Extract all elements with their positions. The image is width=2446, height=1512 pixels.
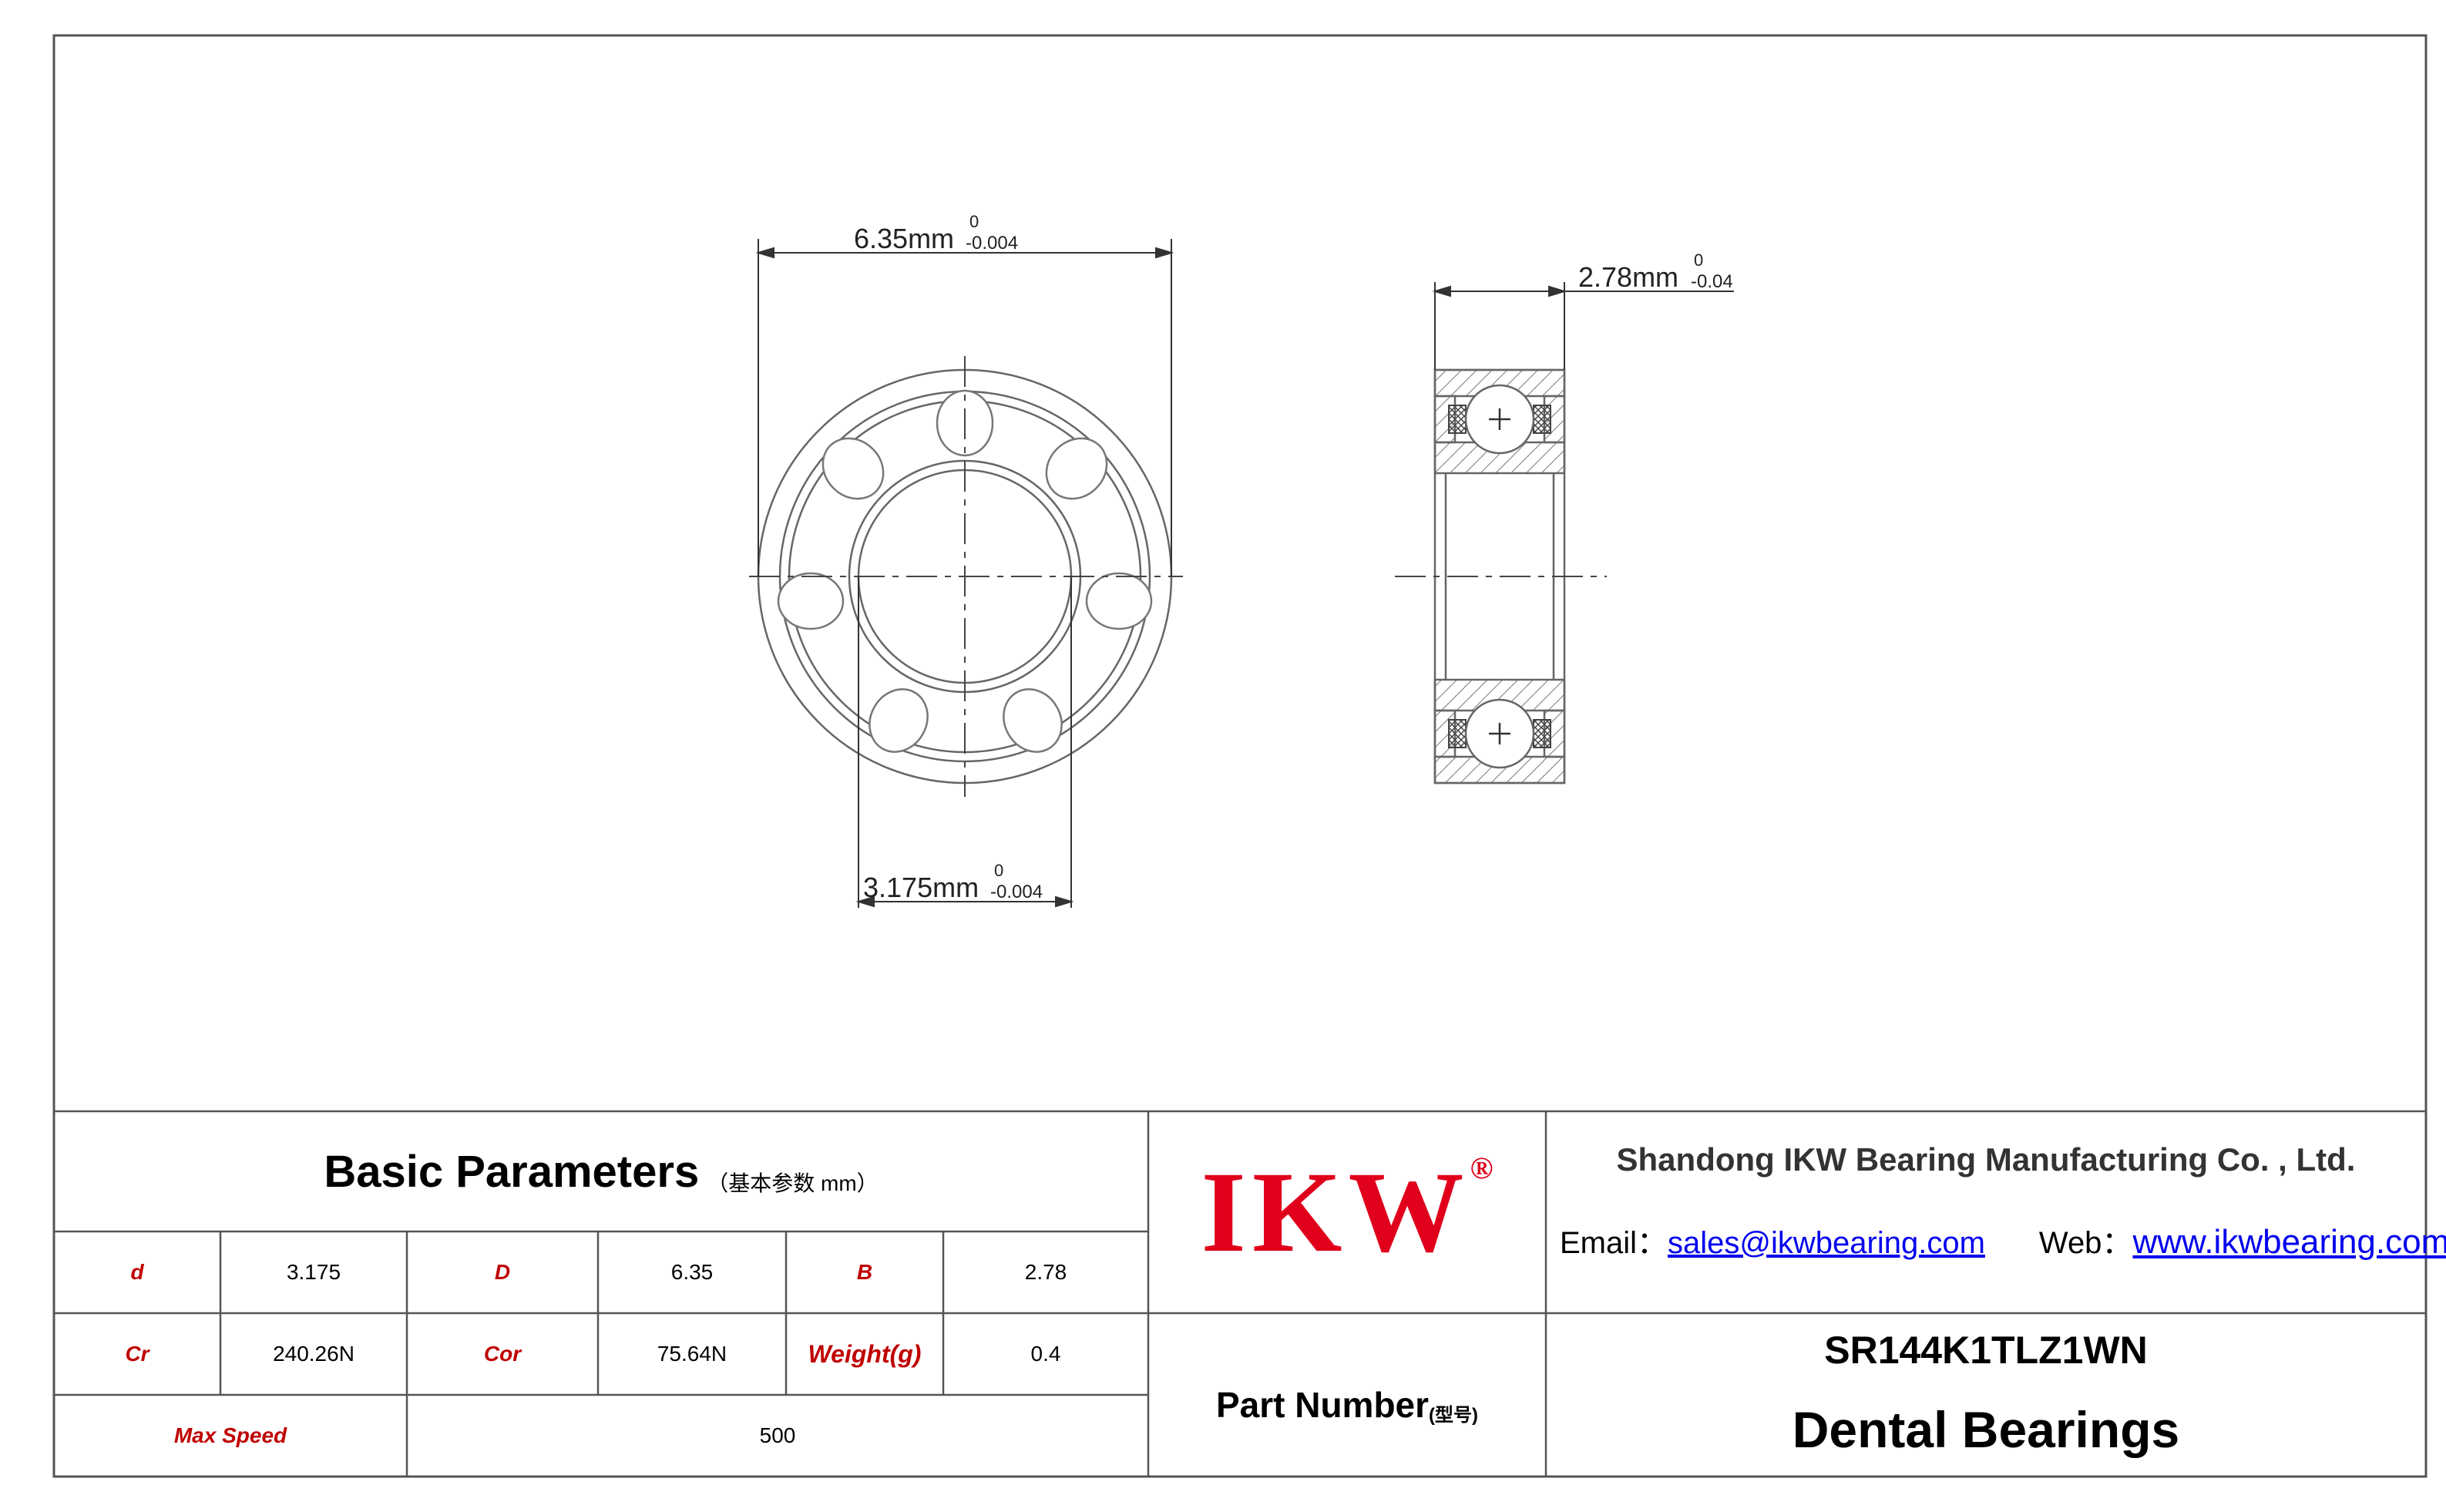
email-link[interactable]: sales@ikwbearing.com: [1668, 1226, 1985, 1260]
title-block-grid: [54, 1110, 2426, 1477]
web-link[interactable]: www.ikwbearing.com: [2132, 1223, 2446, 1261]
outer-diameter-dimension: [755, 239, 1174, 576]
outer-diameter-lower-tol: -0.004: [966, 233, 1018, 254]
width-upper-tol: 0: [1694, 250, 1703, 270]
param-value-D: 6.35: [670, 1260, 714, 1284]
part-number-value: SR144K1TLZ1WN: [1824, 1329, 2148, 1372]
sheet-border: [52, 34, 2428, 1478]
param-value-weight: 0.4: [1030, 1342, 1061, 1366]
param-value-B: 2.78: [1024, 1260, 1067, 1284]
part-number-label-cn: (型号): [1429, 1404, 1479, 1426]
param-label-weight: Weight(g): [808, 1339, 922, 1368]
inner-diameter-lower-tol: -0.004: [990, 882, 1043, 902]
param-value-cr: 240.26N: [273, 1342, 354, 1366]
inner-diameter-value: 3.175mm: [863, 872, 979, 903]
param-label-max-speed: Max Speed: [173, 1423, 287, 1447]
width-value: 2.78mm: [1578, 261, 1678, 293]
param-value-d: 3.175: [286, 1260, 341, 1284]
side-view: [1395, 368, 1607, 785]
width-dimension: [1432, 282, 1734, 370]
logo-text: IKW: [1201, 1148, 1470, 1276]
part-name: Dental Bearings: [1792, 1401, 2180, 1458]
company-name: Shandong IKW Bearing Manufacturing Co. ,…: [1616, 1141, 2356, 1178]
params-title: Basic Parameters: [324, 1146, 700, 1197]
param-label-B: B: [856, 1260, 873, 1284]
param-label-cor: Cor: [483, 1342, 522, 1366]
balls: [777, 389, 1153, 753]
params-subtitle: （基本参数 mm）: [707, 1171, 879, 1195]
company-contact: Email：sales@ikwbearing.com Web：www.ikwbea…: [1560, 1218, 2446, 1264]
params-header: Basic Parameters （基本参数 mm）: [54, 1111, 1148, 1231]
brand-logo: IKW ®: [1148, 1111, 1546, 1313]
email-label: Email：: [1560, 1226, 1668, 1260]
outer-diameter-upper-tol: 0: [969, 212, 979, 231]
param-label-cr: Cr: [125, 1342, 150, 1366]
width-lower-tol: -0.04: [1691, 271, 1733, 292]
web-label: Web：: [2038, 1226, 2133, 1260]
front-view: [749, 356, 1183, 797]
param-value-max-speed: 500: [759, 1423, 796, 1447]
param-label-D: D: [494, 1260, 511, 1284]
registered-mark: ®: [1470, 1151, 1493, 1185]
param-value-cor: 75.64N: [657, 1342, 727, 1366]
part-number-label-cell: Part Number (型号): [1148, 1313, 1546, 1477]
inner-diameter-dimension: [855, 576, 1074, 908]
inner-diameter-upper-tol: 0: [994, 861, 1003, 880]
part-number-label: Part Number: [1215, 1385, 1430, 1425]
outer-diameter-value: 6.35mm: [854, 223, 954, 254]
param-label-d: d: [130, 1260, 144, 1284]
